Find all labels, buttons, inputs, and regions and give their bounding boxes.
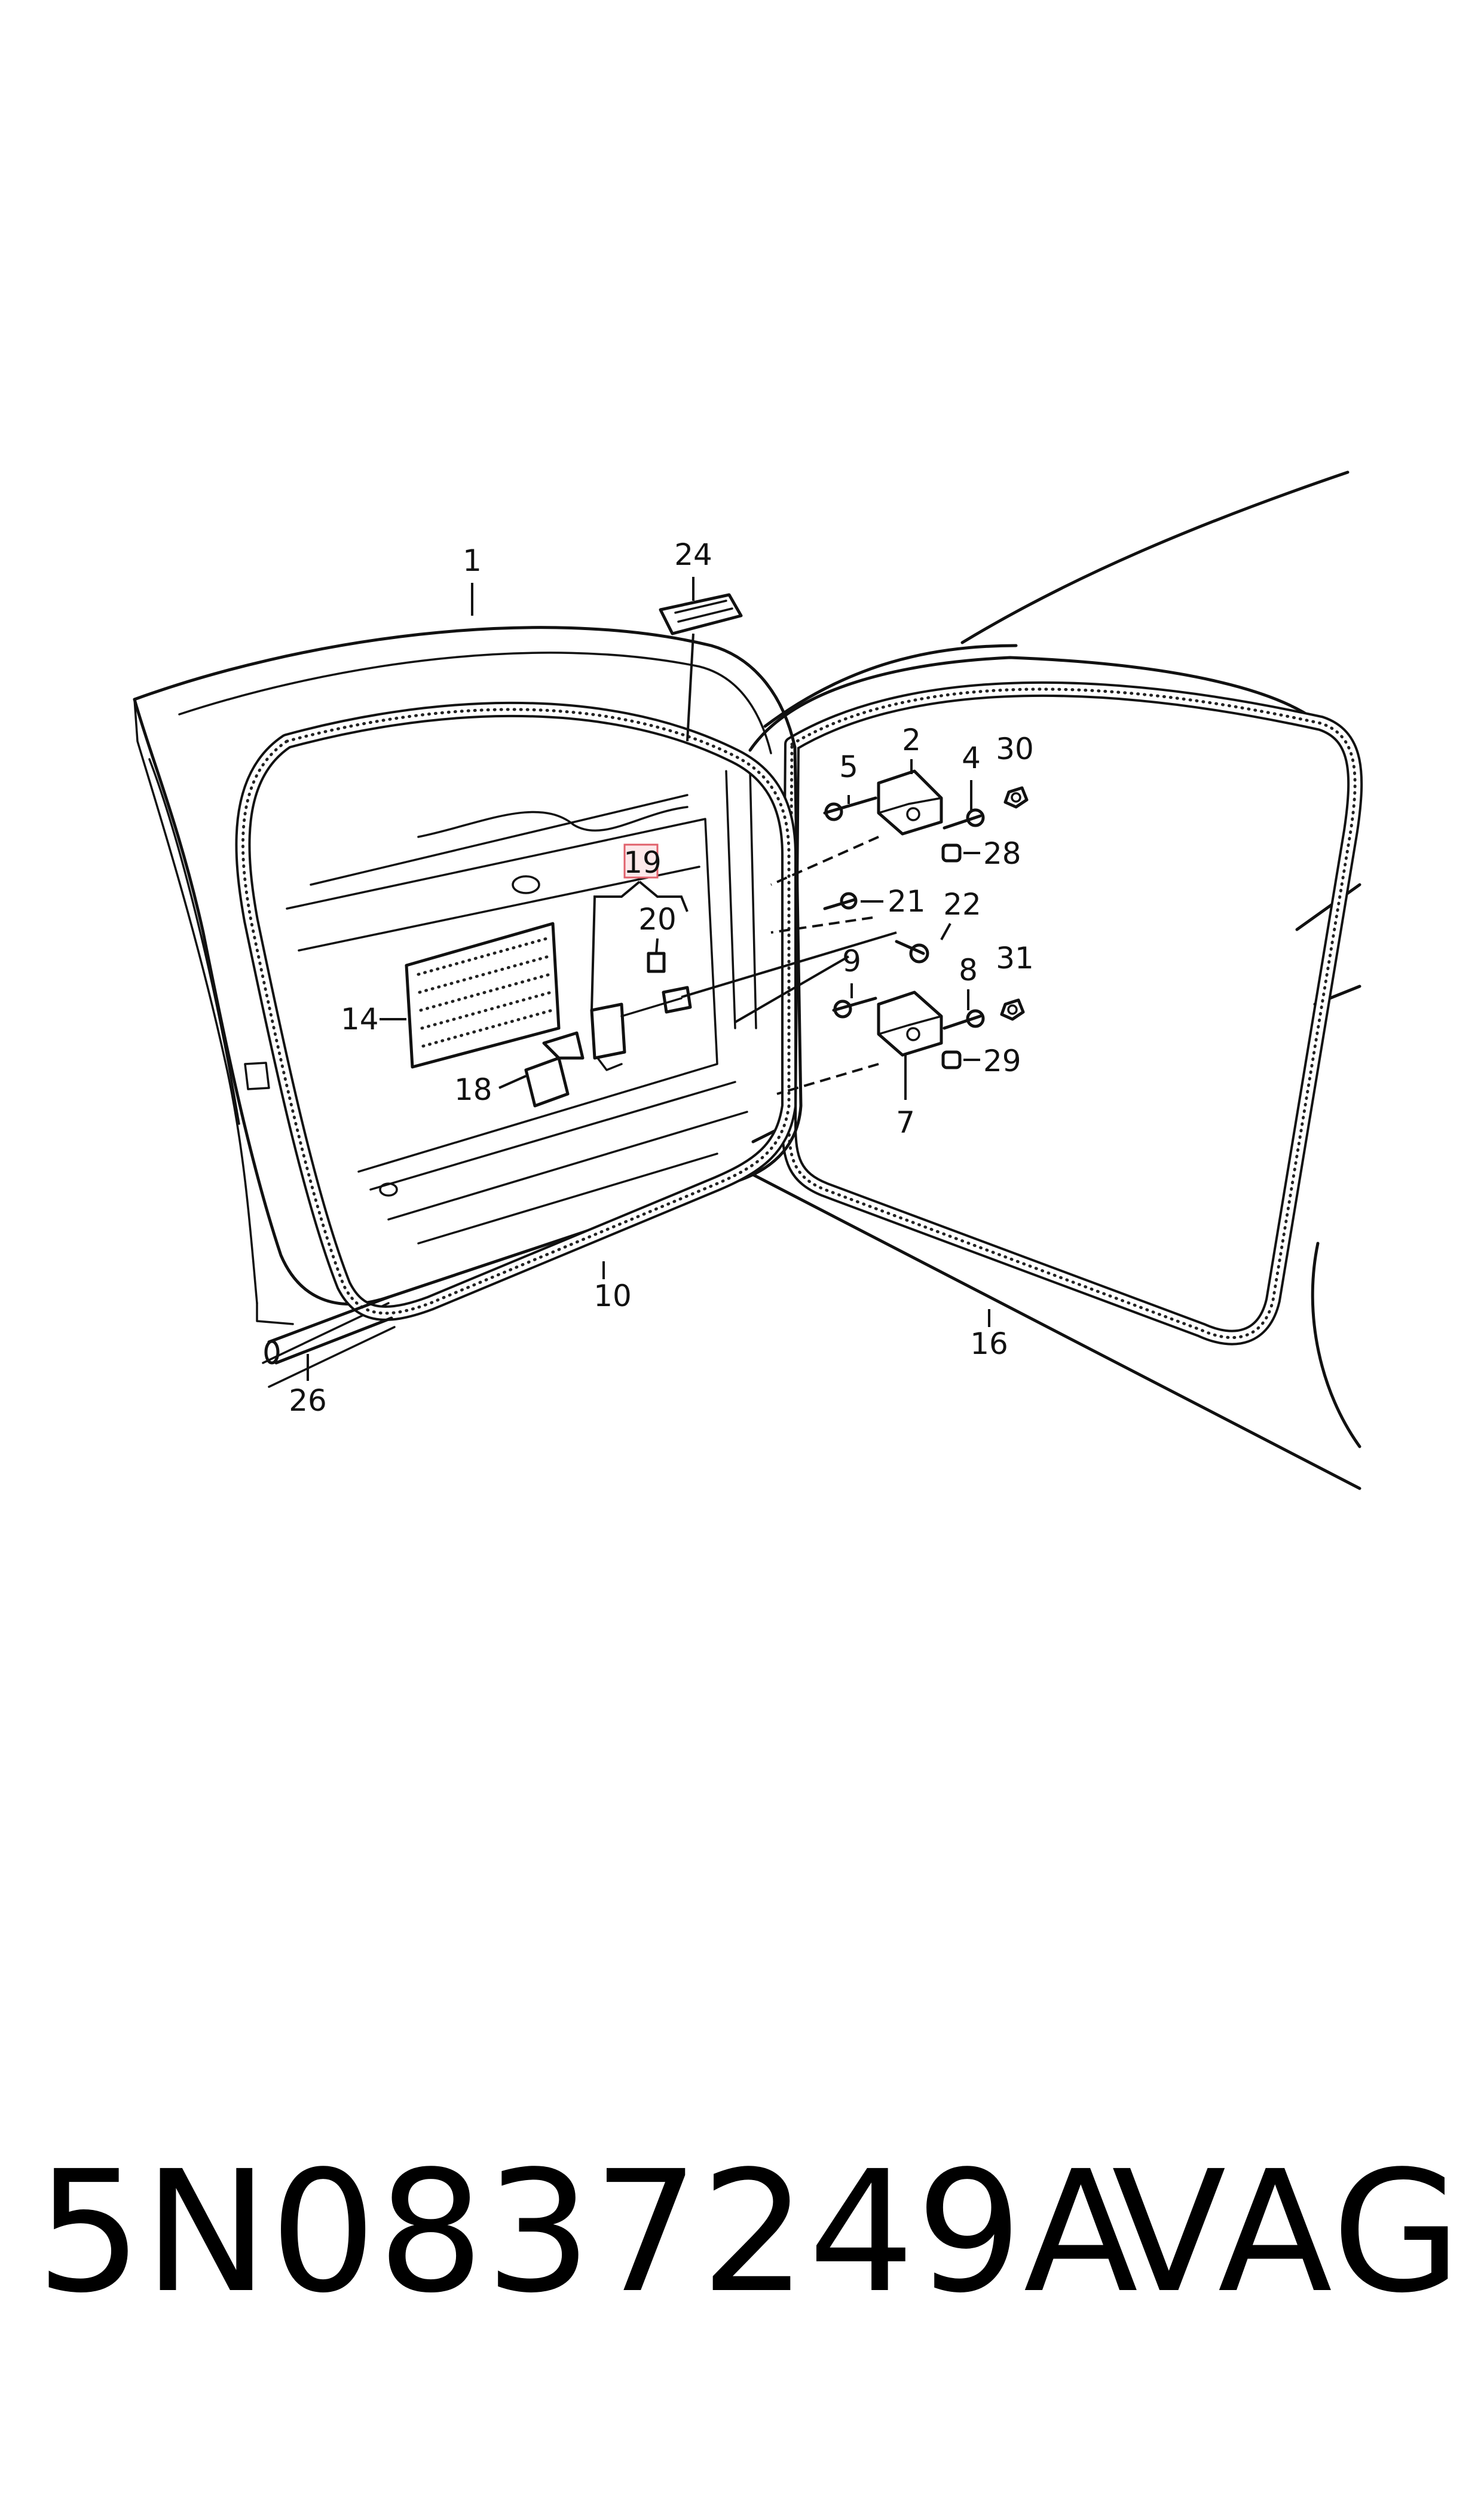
callout-28: 28 [983, 836, 1021, 871]
bolt-21 [823, 892, 858, 910]
bolt-4 [943, 808, 985, 830]
nut-31 [1000, 998, 1025, 1021]
part-number: 5N0837249A [36, 2135, 1140, 2330]
callout-5: 5 [839, 750, 858, 784]
callout-20: 20 [638, 902, 677, 937]
callout-1: 1 [463, 543, 482, 578]
callout-8: 8 [959, 953, 978, 988]
callout-9: 9 [842, 944, 861, 979]
door-opening-seal-16 [781, 681, 1363, 1346]
callout-10: 10 [593, 1279, 632, 1313]
bush-29 [941, 1050, 962, 1069]
callout-18: 18 [454, 1072, 492, 1107]
callout-labels: 1 24 2 5 4 30 28 19 20 21 22 9 8 31 29 7… [289, 537, 1034, 1418]
cap-20 [647, 952, 666, 973]
door-frame [133, 626, 803, 1388]
callout-4: 4 [962, 741, 981, 775]
door-check-19 [590, 986, 692, 1071]
highlight-box-19 [623, 843, 659, 879]
bolt-8 [943, 1009, 985, 1030]
door-seal-10 [235, 701, 797, 1321]
callout-14: 14 [341, 1002, 379, 1037]
brand-name: VAG [1112, 2135, 1464, 2330]
body-side-panel [745, 470, 1361, 1490]
nut-30 [1003, 786, 1029, 809]
connector-18 [524, 1031, 585, 1108]
leader-lines [307, 577, 990, 1381]
bolt-9 [832, 996, 877, 1019]
callout-22: 22 [943, 887, 981, 922]
callout-24: 24 [674, 537, 712, 572]
callout-26: 26 [289, 1383, 327, 1418]
sound-absorber-14 [405, 922, 561, 1069]
callout-19: 19 [623, 845, 662, 880]
callout-16: 16 [970, 1326, 1008, 1361]
bolt-5 [823, 796, 877, 821]
seal-strip-26 [264, 1295, 393, 1365]
callout-29: 29 [983, 1044, 1021, 1078]
lower-hinge-7 [877, 990, 943, 1057]
callout-2: 2 [902, 723, 921, 757]
cover-24 [659, 593, 743, 635]
callout-31: 31 [996, 941, 1034, 976]
callout-7: 7 [896, 1105, 915, 1140]
callout-21: 21 [888, 884, 926, 919]
upper-hinge-2 [877, 769, 943, 836]
bolt-22 [895, 940, 929, 964]
bush-28 [941, 843, 962, 863]
callout-30: 30 [996, 732, 1034, 766]
